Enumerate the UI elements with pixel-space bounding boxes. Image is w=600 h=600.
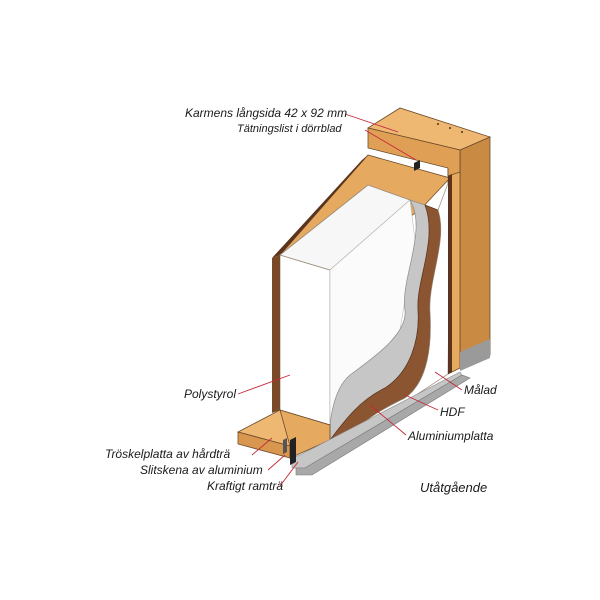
label-heavy-frame: Kraftigt ramträ [207,479,283,493]
frame-post-foot [460,339,490,371]
frame-post-side [459,136,491,369]
label-direction: Utåtgående [420,480,487,495]
frame-screw-mark [448,126,452,130]
leader-wear-rail [267,454,286,471]
door-seal-strip [414,160,420,171]
label-door-seal: Tätningslist i dörrblad [237,123,342,135]
threshold [236,371,471,476]
leader-door-seal [364,129,417,161]
aluminium-bottom-profile [295,374,471,476]
door-left-vertical-edge [272,255,280,413]
leader-hdf [404,394,439,411]
leader-aluminium-plate [369,404,407,436]
leader-heavy-frame [279,461,299,487]
leader-painted [434,371,463,391]
label-polystyrene: Polystyrol [184,387,236,401]
label-painted: Målad [464,383,497,397]
leader-threshold-plate [251,437,273,456]
threshold-seal-profile [290,437,296,465]
leader-polystyrene [237,374,291,395]
polystyrene-core [279,184,416,426]
leader-frame-long-side [344,113,399,133]
polystyrene-front-face [279,254,331,426]
leader-lines [237,113,463,487]
label-threshold-plate: Tröskelplatta av hårdträ [105,447,230,461]
frame-screw-mark [436,122,440,126]
label-frame-long-side: Karmens långsida 42 x 92 mm [185,106,347,120]
label-hdf: HDF [440,405,465,419]
label-wear-rail: Slitskena av aluminium [140,463,263,477]
label-aluminium-plate: Aluminiumplatta [407,429,494,443]
frame-screw-mark [460,130,464,134]
labels: Karmens långsida 42 x 92 mm Tätningslist… [105,106,497,495]
door-right-hdf-edge [448,174,452,374]
threshold-seal-profile [283,438,287,454]
door-left-hdf-edge [272,155,368,258]
